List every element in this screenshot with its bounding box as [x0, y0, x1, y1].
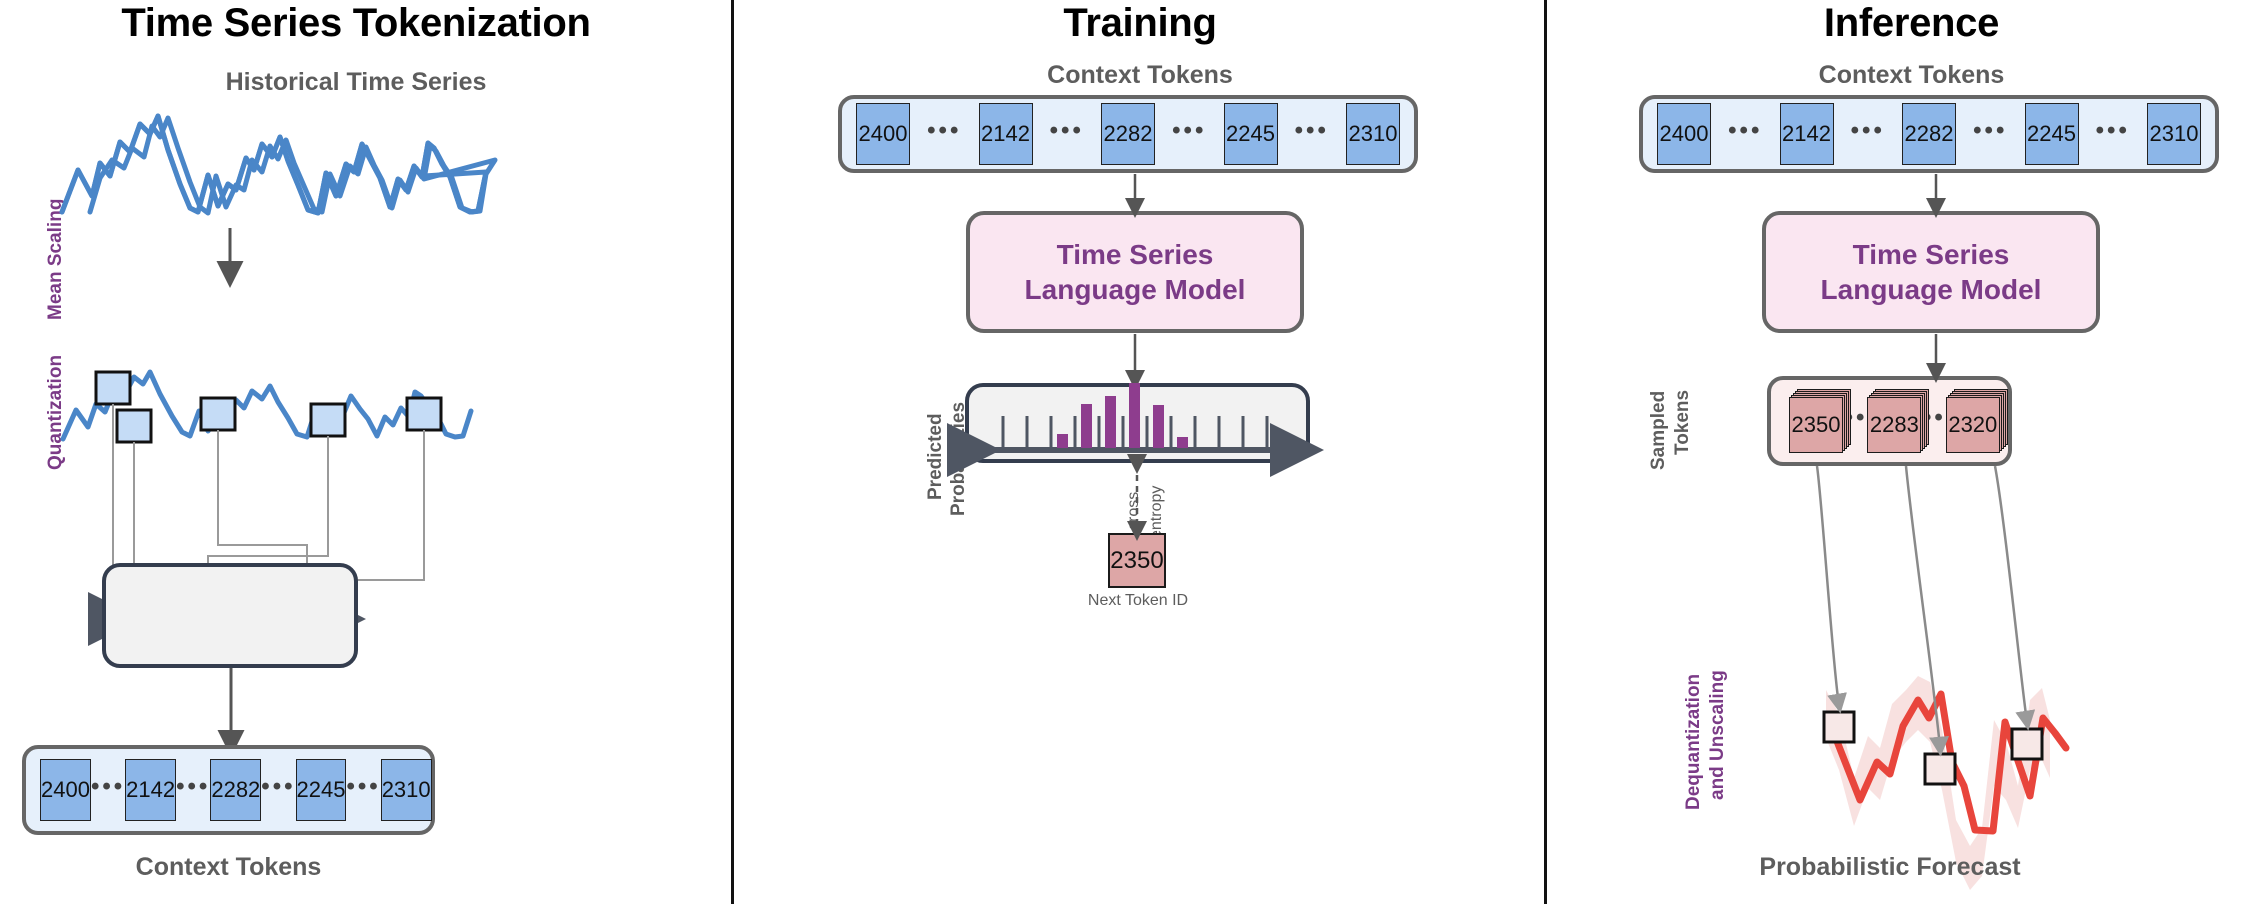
- token-ellipsis: •••: [261, 773, 296, 800]
- sampled-token-face: 2283: [1867, 397, 1922, 453]
- context-tokens-strip-training: 2400 ••• 2142 ••• 2282 ••• 2245 ••• 2310: [838, 95, 1418, 173]
- token-ellipsis: •••: [1294, 117, 1329, 144]
- probabilistic-forecast-line: [1827, 690, 2070, 835]
- token-ellipsis: •••: [176, 773, 211, 800]
- panel-title-inference: Inference: [1823, 1, 2000, 45]
- sampled-to-forecast-connectors: [1815, 465, 2036, 757]
- context-token[interactable]: 2400: [40, 759, 91, 821]
- context-token[interactable]: 2400: [856, 103, 910, 165]
- context-tokens-label-training: Context Tokens: [1047, 61, 1233, 89]
- sampled-token[interactable]: 2350: [1789, 389, 1851, 453]
- panel-divider-1: [731, 0, 734, 904]
- context-token[interactable]: 2310: [1346, 103, 1400, 165]
- context-token[interactable]: 2310: [2147, 103, 2201, 165]
- panel-title-training: Training: [1063, 1, 1217, 45]
- context-tokens-label-inference: Context Tokens: [1818, 61, 2005, 89]
- context-token[interactable]: 2245: [1223, 103, 1278, 165]
- context-token[interactable]: 2142: [1779, 103, 1834, 165]
- token-ellipsis: •••: [1172, 117, 1207, 144]
- context-token[interactable]: 2400: [1657, 103, 1711, 165]
- context-token[interactable]: 2142: [125, 759, 177, 821]
- forecast-uncertainty-band: [1826, 676, 2050, 890]
- historical-series-label: Historical Time Series: [225, 68, 487, 96]
- historical-series-plot: [59, 113, 498, 216]
- quantization-box: [102, 563, 358, 668]
- context-token[interactable]: 2282: [1902, 103, 1956, 165]
- token-ellipsis: •••: [346, 773, 381, 800]
- predicted-probabilities-plot: [947, 383, 1324, 477]
- panel-divider-2: [1544, 0, 1547, 904]
- context-token[interactable]: 2310: [380, 759, 432, 821]
- model-box-training: Time Series Language Model: [966, 211, 1304, 333]
- panel-title-tokenization: Time Series Tokenization: [121, 1, 591, 45]
- model-title-line2: Language Model: [1820, 274, 2042, 305]
- context-token[interactable]: 2282: [210, 759, 262, 821]
- context-token[interactable]: 2282: [1101, 103, 1155, 165]
- model-box-inference: Time Series Language Model: [1762, 211, 2100, 333]
- sampled-token[interactable]: 2283: [1867, 389, 1930, 453]
- context-tokens-strip-tokenization: 2400 ••• 2142 ••• 2282 ••• 2245 ••• 2310: [22, 745, 435, 835]
- token-ellipsis: •••: [1850, 117, 1885, 144]
- next-token-id-caption: Next Token ID: [1087, 592, 1189, 609]
- context-token[interactable]: 2245: [295, 759, 347, 821]
- sampled-token[interactable]: 2320: [1945, 389, 2008, 453]
- context-tokens-strip-inference: 2400 ••• 2142 ••• 2282 ••• 2245 ••• 2310: [1639, 95, 2219, 173]
- model-title-line1: Time Series: [1056, 239, 1214, 270]
- next-token-id-box[interactable]: 2350: [1108, 533, 1166, 588]
- token-ellipsis: •••: [1973, 117, 2008, 144]
- model-title-line2: Language Model: [1024, 274, 1246, 305]
- context-tokens-caption-tokenization: Context Tokens: [135, 853, 322, 881]
- token-ellipsis: •••: [927, 117, 962, 144]
- probabilistic-forecast-caption: Probabilistic Forecast: [1759, 853, 2021, 881]
- context-token[interactable]: 2245: [2024, 103, 2079, 165]
- sampled-token-face: 2350: [1789, 397, 1843, 453]
- token-ellipsis: •••: [1049, 117, 1084, 144]
- token-ellipsis: •••: [2095, 117, 2130, 144]
- token-ellipsis: •••: [1728, 117, 1763, 144]
- sampled-tokens-strip: 2350 ••• 2283 ••• 2320: [1767, 376, 2012, 466]
- probability-bars: [1057, 383, 1188, 448]
- model-title-line1: Time Series: [1852, 239, 2010, 270]
- context-token[interactable]: 2142: [978, 103, 1033, 165]
- token-ellipsis: •••: [90, 773, 126, 800]
- sampled-token-face: 2320: [1945, 397, 2000, 453]
